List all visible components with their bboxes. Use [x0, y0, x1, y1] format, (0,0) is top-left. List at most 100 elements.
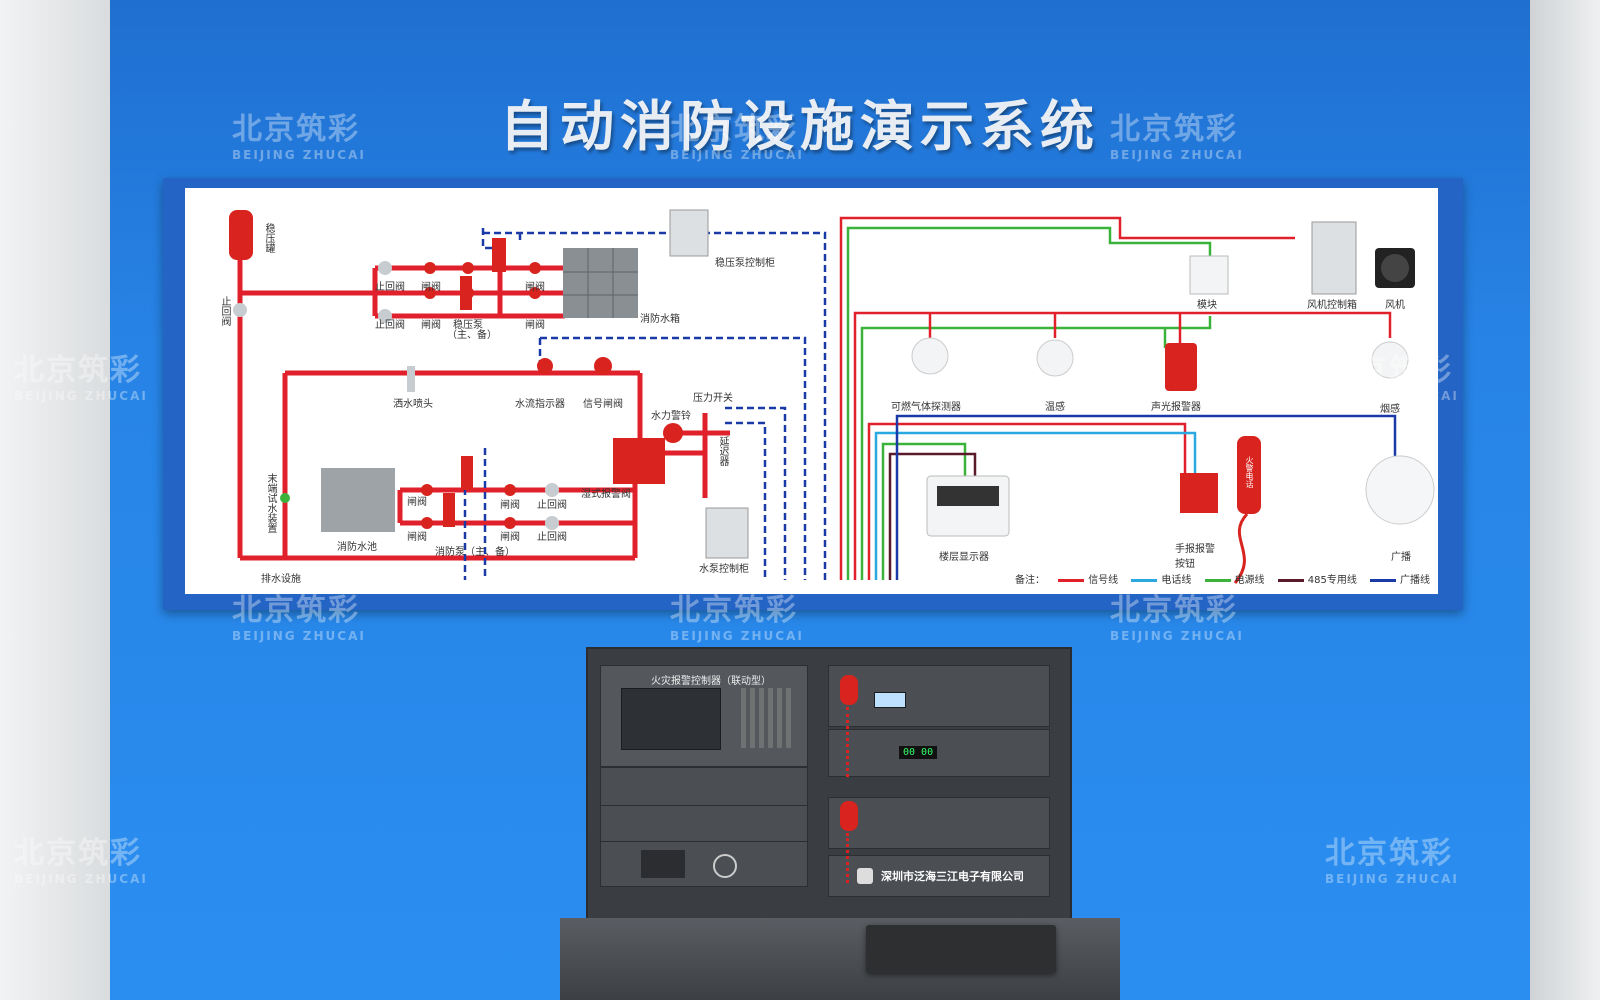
- controller-title: 火灾报警控制器（联动型）: [651, 676, 771, 687]
- label-pump-cabinet: 水泵控制柜: [699, 564, 749, 575]
- alarm-signal-lines: [839, 216, 1397, 580]
- mic-cord-2: [846, 833, 859, 883]
- printer-slot[interactable]: [641, 850, 685, 878]
- label-gate6: 闸阀: [407, 532, 427, 543]
- watermark-cn: 北京筑彩: [232, 112, 360, 147]
- controller-screen: [621, 688, 721, 750]
- watermark-cn: 北京筑彩: [14, 836, 142, 871]
- pressure-tank-icon: [229, 210, 253, 260]
- label-delay: 延迟器: [717, 436, 728, 466]
- watermark-cn: 北京筑彩: [232, 593, 360, 628]
- watermark-en: BEIJING ZHUCAI: [14, 389, 148, 403]
- controller-module-row-1: [600, 767, 808, 807]
- controller-keypad[interactable]: [741, 688, 795, 748]
- legend-label-2: 电源线: [1234, 575, 1265, 586]
- pool-icon: [321, 468, 395, 532]
- watermark-5: 北京筑彩 BEIJING ZHUCAI: [1325, 345, 1459, 403]
- watermark-en: BEIJING ZHUCAI: [1325, 389, 1459, 403]
- sound-light-alarm-icon: [1165, 343, 1197, 391]
- watermark-cn: 北京筑彩: [1325, 836, 1453, 871]
- end-test-icon: [280, 493, 290, 503]
- fire-phone-icon: [1237, 436, 1261, 514]
- microphone-1-icon[interactable]: [840, 675, 858, 705]
- watermark-en: BEIJING ZHUCAI: [1110, 629, 1244, 643]
- watermark-cn: 北京筑彩: [1110, 112, 1238, 147]
- watermark-6: 北京筑彩 BEIJING ZHUCAI: [232, 585, 366, 643]
- company-logo-icon: [857, 868, 873, 884]
- watermark-en: BEIJING ZHUCAI: [670, 629, 804, 643]
- legend-swatch-0: [1058, 578, 1085, 582]
- legend-label-0: 信号线: [1088, 575, 1119, 586]
- label-pressure-pump-cabinet: 稳压泵控制柜: [715, 258, 775, 269]
- broadcast-unit-2: 00 00: [828, 729, 1050, 777]
- watermark-9: 北京筑彩 BEIJING ZHUCAI: [14, 828, 148, 886]
- check-valve-icons: [233, 261, 559, 530]
- broadcast-speaker-icon: [1365, 455, 1435, 525]
- module-icon: [1189, 255, 1229, 295]
- page-title: 自动消防设施演示系统: [500, 95, 1100, 158]
- label-signal-valve: 信号闸阀: [583, 399, 623, 410]
- watermark-1: 北京筑彩 BEIJING ZHUCAI: [232, 104, 366, 162]
- label-gate3: 闸阀: [525, 282, 545, 293]
- label-drain: 排水设施: [261, 574, 301, 585]
- controller-printer-panel: [600, 841, 808, 887]
- closed-laptop[interactable]: [866, 925, 1056, 973]
- label-gate2: 闸阀: [421, 320, 441, 331]
- label-water-tank: 消防水箱: [640, 314, 680, 325]
- watermark-en: BEIJING ZHUCAI: [1325, 872, 1459, 886]
- watermark-3: 北京筑彩 BEIJING ZHUCAI: [1110, 104, 1244, 162]
- water-pipes: [237, 243, 730, 561]
- watermark-cn: 北京筑彩: [1110, 593, 1238, 628]
- label-gate8: 闸阀: [500, 532, 520, 543]
- watermark-cn: 北京筑彩: [670, 593, 798, 628]
- watermark-7: 北京筑彩 BEIJING ZHUCAI: [670, 585, 804, 643]
- label-gate1: 闸阀: [421, 282, 441, 293]
- label-sprinkler: 洒水喷头: [393, 399, 433, 410]
- watermark-en: BEIJING ZHUCAI: [670, 148, 804, 162]
- label-gate4: 闸阀: [525, 320, 545, 331]
- legend-label-4: 广播线: [1400, 575, 1431, 586]
- watermark-en: BEIJING ZHUCAI: [14, 872, 148, 886]
- heat-detector-icon: [1036, 339, 1074, 377]
- legend-label-1: 电话线: [1161, 575, 1192, 586]
- controller-module-row-2: [600, 805, 808, 843]
- broadcast-display-1: [874, 692, 906, 708]
- label-floor-display: 楼层显示器: [939, 552, 989, 563]
- watermark-4: 北京筑彩 BEIJING ZHUCAI: [14, 345, 148, 403]
- label-end-test: 末端试水装置: [265, 473, 276, 533]
- label-check-valve-v: 止回阀: [219, 296, 230, 326]
- label-wet-alarm-valve: 湿式报警阀: [581, 489, 631, 500]
- label-check2: 止回阀: [375, 320, 405, 331]
- watermark-en: BEIJING ZHUCAI: [1110, 148, 1244, 162]
- label-heat: 温感: [1045, 402, 1065, 413]
- label-pressure-tank: 稳压罐: [263, 223, 274, 253]
- watermark-cn: 北京筑彩: [1325, 353, 1453, 388]
- manual-alarm-icon: [1180, 473, 1218, 513]
- pump-cabinet-icon: [705, 507, 749, 559]
- microphone-2-icon[interactable]: [840, 801, 858, 831]
- watermark-10: 北京筑彩 BEIJING ZHUCAI: [1325, 828, 1459, 886]
- broadcast-unit-3: [828, 797, 1050, 849]
- label-sound-light: 声光报警器: [1151, 402, 1201, 413]
- control-cabinet: 火灾报警控制器（联动型） 00 00 深圳市泛海三江电子有限公司: [586, 647, 1072, 937]
- label-pressure-pump-sub: （主、备）: [447, 330, 497, 341]
- smoke-detector-icon: [1371, 341, 1409, 379]
- label-fan-cabinet: 风机控制箱: [1307, 300, 1357, 311]
- legend-swatch-2: [1204, 578, 1231, 582]
- label-fan: 风机: [1385, 300, 1405, 311]
- label-check4: 止回阀: [537, 532, 567, 543]
- label-check3: 止回阀: [537, 500, 567, 511]
- watermark-en: BEIJING ZHUCAI: [232, 629, 366, 643]
- legend: 备注： 信号线 电话线 电源线 485专用线 广播线: [1015, 571, 1430, 586]
- water-tank-icon: [563, 248, 638, 318]
- watermark-cn: 北京筑彩: [670, 112, 798, 147]
- label-flow-indicator: 水流指示器: [515, 399, 565, 410]
- right-white-wall: [1530, 0, 1600, 1000]
- label-pressure-pump: 稳压泵: [453, 320, 483, 331]
- label-broadcast: 广播: [1391, 552, 1411, 563]
- watermark-8: 北京筑彩 BEIJING ZHUCAI: [1110, 585, 1244, 643]
- label-smoke: 烟感: [1380, 404, 1400, 415]
- legend-swatch-3: [1277, 578, 1304, 582]
- mic-cord-1: [846, 707, 859, 777]
- label-module: 模块: [1197, 300, 1217, 311]
